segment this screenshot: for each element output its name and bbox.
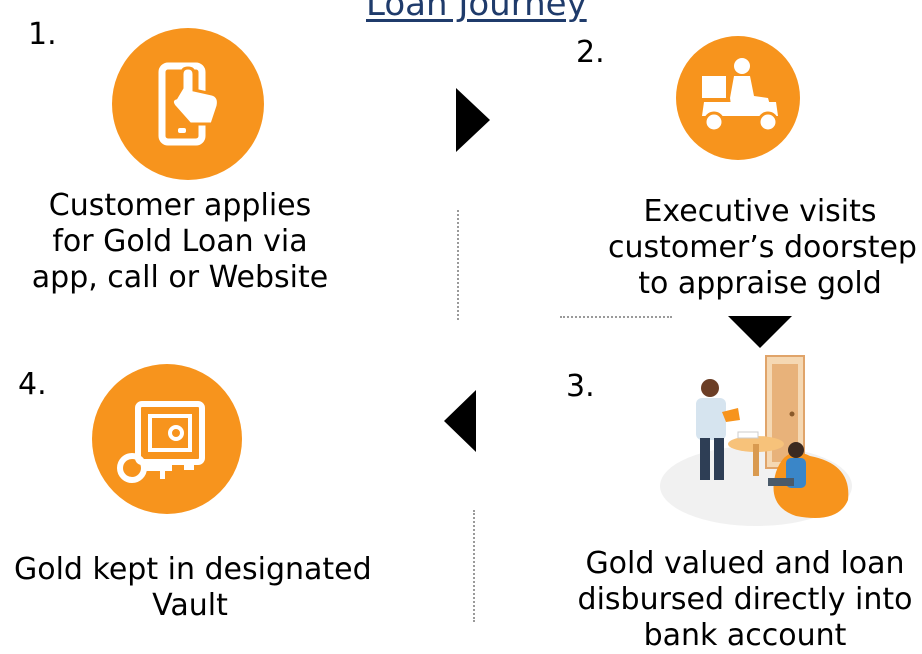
- step-2-caption: Executive visits customer’s doorstep to …: [608, 194, 917, 302]
- step-2-icon-circle: [676, 36, 800, 160]
- separator-vertical-top: [457, 210, 459, 320]
- step-3-caption-line: Gold valued and loan: [585, 546, 905, 581]
- arrow-right-icon: [456, 88, 490, 152]
- step-2-caption-line: Executive visits: [643, 194, 877, 229]
- step-4-caption-line: Vault: [152, 588, 228, 623]
- vault-key-icon: [117, 401, 205, 483]
- step-2-number: 2.: [576, 35, 605, 70]
- arrow-left-icon: [444, 390, 476, 452]
- step-1-caption-line: app, call or Website: [31, 260, 329, 295]
- step-4-caption-line: Gold kept in designated: [14, 552, 372, 587]
- step-1-caption-line: for Gold Loan via: [52, 224, 308, 259]
- separator-horizontal: [560, 316, 672, 318]
- step-3-number: 3.: [566, 369, 595, 404]
- step-3-caption-line: bank account: [643, 618, 847, 653]
- meeting-illustration: [660, 355, 852, 526]
- step-1-icon-circle: [112, 28, 264, 180]
- step-1-caption: Customer applies for Gold Loan via app, …: [30, 188, 330, 296]
- step-4-caption: Gold kept in designated Vault: [14, 552, 372, 624]
- step-1-number: 1.: [28, 17, 57, 52]
- step-4-icon-circle: [92, 364, 242, 514]
- step-1-caption-line: Customer applies: [48, 188, 312, 223]
- mobile-tap-icon: [158, 62, 220, 146]
- step-4-number: 4.: [18, 367, 47, 402]
- step-3-caption: Gold valued and loan disbursed directly …: [570, 546, 920, 654]
- delivery-scooter-icon: [702, 58, 779, 133]
- step-2-caption-line: to appraise gold: [638, 266, 882, 301]
- arrow-down-icon: [728, 316, 792, 348]
- separator-vertical-bottom: [473, 510, 475, 622]
- step-3-caption-line: disbursed directly into: [577, 582, 913, 617]
- diagram-title: Loan Journey: [366, 0, 587, 24]
- step-2-caption-line: customer’s doorstep: [608, 230, 917, 265]
